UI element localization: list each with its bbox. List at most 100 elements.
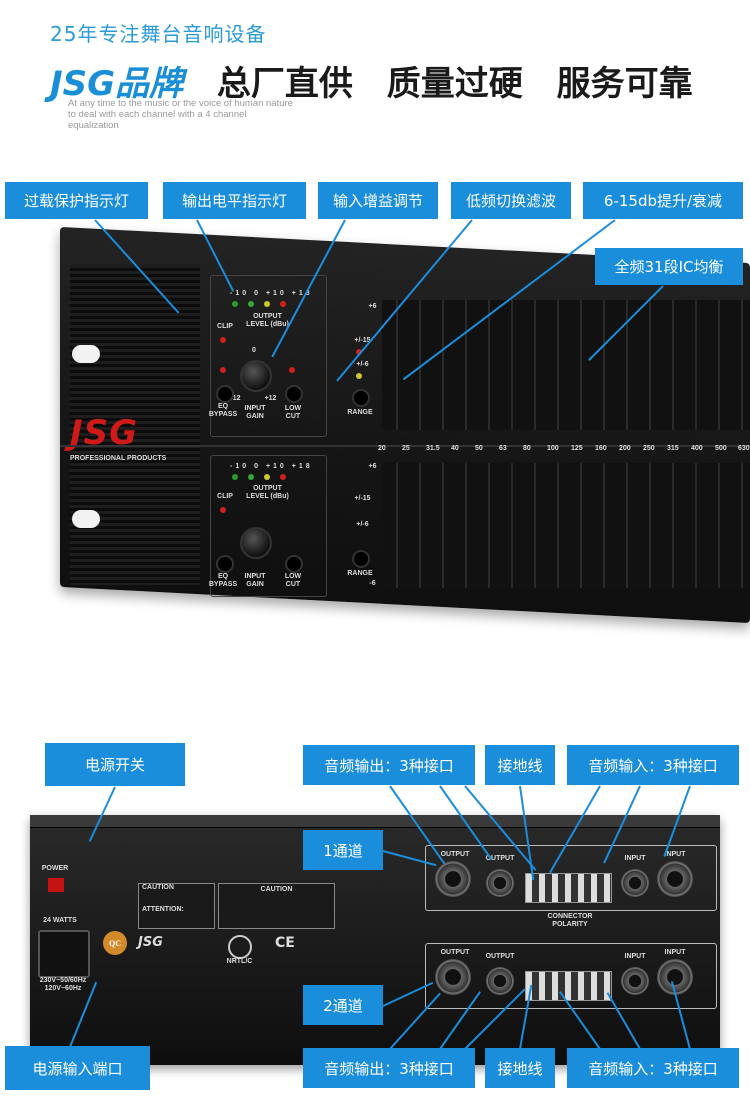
callout-range: 6-15db提升/衰减 [583, 182, 743, 219]
range-mark-15-ch2: +/-15 [354, 495, 371, 502]
output-trs-label: OUTPUT [485, 855, 515, 862]
range-mark-top-ch2: +6 [368, 463, 377, 470]
gain-min: -12 [230, 395, 241, 402]
clip-label-ch2: CLIP [217, 493, 233, 500]
input-gain-knob-ch2[interactable] [240, 527, 272, 559]
eq-sliders-ch1 [382, 300, 750, 430]
gain-zero: 0 [252, 347, 256, 354]
input-xlr-ch1[interactable] [657, 861, 693, 897]
callout-audio-in-bottom: 音频输入：3种接口 [567, 1048, 739, 1088]
level-marks-ch2: -10 0 +10 +18 [230, 463, 313, 470]
output-xlr-label-ch2: OUTPUT [440, 949, 470, 956]
terminal-strip-ch2[interactable] [525, 971, 612, 1001]
output-level-label: OUTPUT LEVEL (dBu) [246, 313, 289, 328]
jsg-logo: JSG [70, 413, 139, 453]
input-trs-label: INPUT [624, 855, 646, 862]
rear-channel-1 [425, 845, 717, 911]
range-mark-bottom-ch2: -6 [369, 580, 376, 587]
range-button[interactable] [352, 389, 370, 407]
callout-audio-out-top: 音频输出：3种接口 [303, 745, 475, 785]
output-xlr-ch1[interactable] [435, 861, 471, 897]
jsg-logo-sub: PROFESSIONAL PRODUCTS [70, 455, 167, 462]
nrtl-mark [228, 935, 252, 959]
callout-ch1: 1通道 [303, 830, 383, 870]
front-panel-face: JSG PROFESSIONAL PRODUCTS -10 0 +10 +18 … [60, 245, 750, 605]
power-inlet[interactable] [38, 930, 90, 978]
power-label: POWER [41, 865, 69, 872]
output-led-ch2-2 [248, 474, 254, 480]
callout-input-gain: 输入增益调节 [318, 182, 438, 219]
callout-power-switch: 电源开关 [45, 743, 185, 786]
ce-mark: CE [275, 935, 295, 951]
connector-polarity-label: CONNECTOR POLARITY [547, 913, 593, 928]
range-label-ch2: RANGE [347, 570, 373, 577]
eq-led [220, 367, 226, 373]
input-gain-label-ch2: INPUT GAIN [244, 573, 266, 588]
low-cut-button[interactable] [285, 385, 303, 403]
rear-panel-face: POWER 24 WATTS 230V~50/60Hz 120V~60Hz QC… [30, 815, 720, 1065]
lowcut-led [289, 367, 295, 373]
rack-hole-bottom [72, 510, 100, 528]
eq-sliders-ch2 [382, 463, 750, 588]
output-led-ch2-4 [280, 474, 286, 480]
output-level-label-ch2: OUTPUT LEVEL (dBu) [246, 485, 289, 500]
eq-bypass-label-ch2: EQ BYPASS [208, 573, 238, 588]
callout-ground-top: 接地线 [485, 745, 555, 785]
input-xlr-label-ch2: INPUT [664, 949, 686, 956]
callout-low-cut: 低频切换滤波 [451, 182, 571, 219]
output-led-ch2-1 [232, 474, 238, 480]
output-xlr-ch2[interactable] [435, 959, 471, 995]
rack-hole-top [72, 345, 100, 363]
output-xlr-label: OUTPUT [440, 851, 470, 858]
callout-output-level: 输出电平指示灯 [163, 182, 306, 219]
callout-ground-bottom: 接地线 [485, 1048, 555, 1088]
clip-led [220, 337, 226, 343]
gain-max: +12 [264, 395, 277, 402]
callout-audio-out-bottom: 音频输出：3种接口 [303, 1048, 475, 1088]
low-cut-label-ch2: LOW CUT [284, 573, 302, 588]
output-led-2 [248, 301, 254, 307]
callout-audio-in-top: 音频输入：3种接口 [567, 745, 739, 785]
slogan-1: 总厂直供 [216, 64, 353, 104]
english-description: At any time to the music or the voice of… [68, 98, 293, 131]
output-trs-ch1[interactable] [486, 869, 514, 897]
callout-clip-indicator: 过载保护指示灯 [5, 182, 148, 219]
range-mark-6: +/-6 [356, 361, 369, 368]
low-cut-label: LOW CUT [284, 405, 302, 420]
terminal-strip-ch1[interactable] [525, 873, 612, 903]
slogan-2: 质量过硬 [386, 64, 523, 104]
input-gain-label: INPUT GAIN [244, 405, 266, 420]
range-mark-15: +/-15 [354, 337, 371, 344]
eq-bypass-label: EQ BYPASS [208, 403, 238, 418]
watts-label: 24 WATTS [43, 917, 77, 924]
caution-label-1: CAUTION ATTENTION: [138, 883, 215, 929]
power-switch[interactable] [47, 877, 65, 893]
range-button-ch2[interactable] [352, 550, 370, 568]
input-xlr-label: INPUT [664, 851, 686, 858]
output-led-3 [264, 301, 270, 307]
range-mark-6-ch2: +/-6 [356, 521, 369, 528]
output-trs-ch2[interactable] [486, 967, 514, 995]
eq-bypass-button[interactable] [216, 385, 234, 403]
eq-bypass-button-ch2[interactable] [216, 555, 234, 573]
input-gain-knob[interactable] [240, 360, 272, 392]
jsg-rear-logo: JSG [138, 935, 163, 950]
level-marks-ch1: -10 0 +10 +18 [230, 290, 313, 297]
callout-eq31: 全频31段IC均衡 [595, 248, 743, 285]
range-label: RANGE [347, 409, 373, 416]
input-trs-ch1[interactable] [621, 869, 649, 897]
input-trs-ch2[interactable] [621, 967, 649, 995]
output-trs-label-ch2: OUTPUT [485, 953, 515, 960]
low-cut-button-ch2[interactable] [285, 555, 303, 573]
band-labels: 20 25 31.5 40 50 63 80 100 125 160 200 2… [378, 445, 750, 452]
clip-led-ch2 [220, 507, 226, 513]
output-led-4 [280, 301, 286, 307]
output-led-1 [232, 301, 238, 307]
slogan-3: 服务可靠 [556, 64, 693, 104]
input-trs-label-ch2: INPUT [624, 953, 646, 960]
caution-label-2: CAUTION [218, 883, 335, 929]
range-led-6 [356, 373, 362, 379]
nrtl-label: NRTL/C [226, 958, 253, 965]
brand-name: JSG品牌 [50, 64, 184, 104]
clip-label: CLIP [217, 323, 233, 330]
